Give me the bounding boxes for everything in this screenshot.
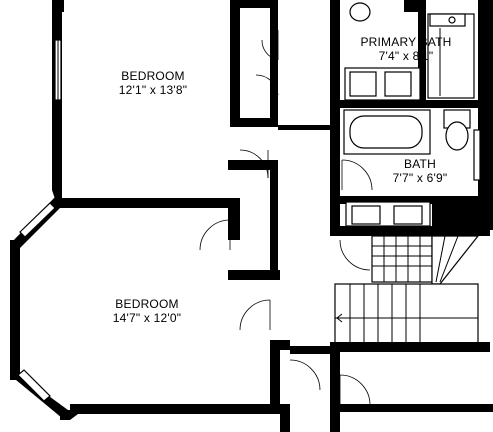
room-name: BEDROOM [121, 69, 185, 83]
bath-walls [338, 196, 490, 230]
room-name: BEDROOM [115, 297, 179, 311]
bath-window [473, 129, 481, 181]
lower-room-walls [340, 404, 493, 412]
room-dimensions: 14'7" x 12'0" [112, 311, 182, 325]
room-dimensions: 7'7" x 6'9" [392, 171, 448, 185]
room-name: BATH [404, 157, 436, 171]
bedroom-1-window [54, 39, 62, 101]
bedroom-2-windows [17, 202, 56, 402]
primary-bath-fixtures [344, 2, 475, 101]
room-label-bedroom-2: BEDROOM 14'7" x 12'0" [92, 297, 202, 325]
room-dimensions: 7'4" x 8'1" [378, 49, 434, 63]
room-label-primary-bath: PRIMARY BATH 7'4" x 8'1" [354, 35, 458, 63]
room-label-bedroom-1: BEDROOM 12'1" x 13'8" [103, 69, 203, 97]
room-dimensions: 12'1" x 13'8" [118, 83, 188, 97]
primary-bath-walls [338, 0, 493, 230]
staircase [330, 235, 490, 352]
bath-fixtures [343, 109, 471, 227]
room-name: PRIMARY BATH [360, 35, 452, 49]
room-label-bath: BATH 7'7" x 6'9" [372, 157, 468, 185]
bedroom-1-walls [52, 0, 278, 208]
corridor-walls [278, 0, 490, 432]
doors [199, 30, 373, 406]
